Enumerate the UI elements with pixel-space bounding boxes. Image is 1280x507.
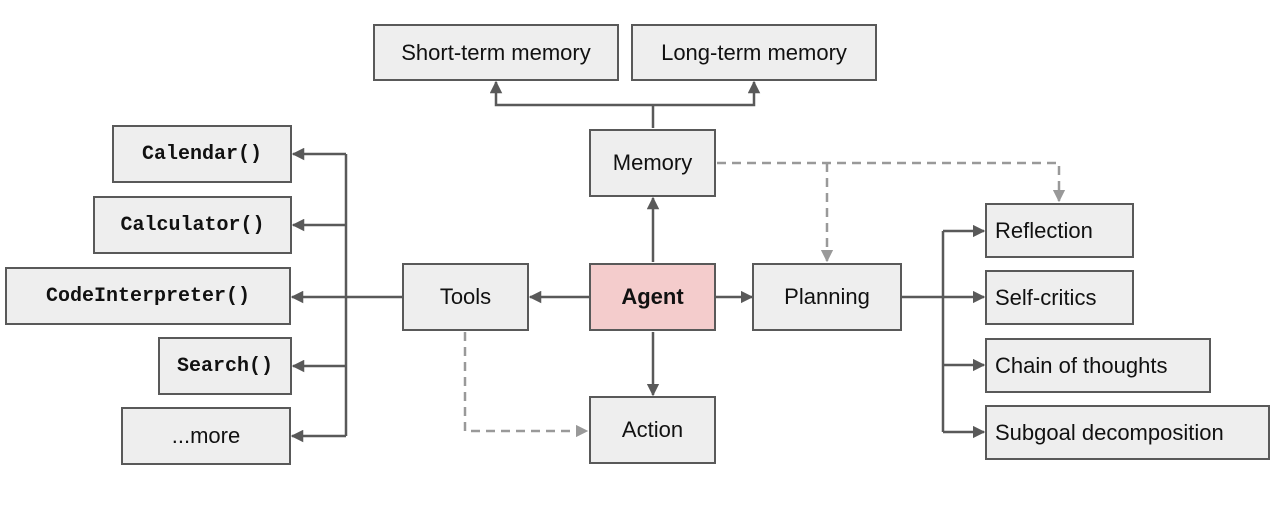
edge-memory-short-term: [489, 80, 653, 107]
planning-node: Planning: [752, 263, 902, 331]
edge-memory-long-term: [653, 80, 761, 107]
edge-tools-action-dashed: [463, 332, 589, 438]
tools-node: Tools: [402, 263, 529, 331]
tool-search-node: Search(): [158, 337, 292, 395]
planning-chain-of-thoughts-node: Chain of thoughts: [985, 338, 1211, 393]
action-node: Action: [589, 396, 716, 464]
memory-node: Memory: [589, 129, 716, 197]
planning-subgoal-decomposition-node: Subgoal decomposition: [985, 405, 1270, 460]
tool-calendar-node: Calendar(): [112, 125, 292, 183]
tool-more-node: ...more: [121, 407, 291, 465]
tool-calculator-node: Calculator(): [93, 196, 292, 254]
long-term-memory-node: Long-term memory: [631, 24, 877, 81]
planning-reflection-node: Reflection: [985, 203, 1134, 258]
planning-selfcritics-node: Self-critics: [985, 270, 1134, 325]
short-term-memory-node: Short-term memory: [373, 24, 619, 81]
edge-memory-reflection-dashed: [717, 161, 1066, 203]
agent-node: Agent: [589, 263, 716, 331]
tool-codeinterpreter-node: CodeInterpreter(): [5, 267, 291, 325]
